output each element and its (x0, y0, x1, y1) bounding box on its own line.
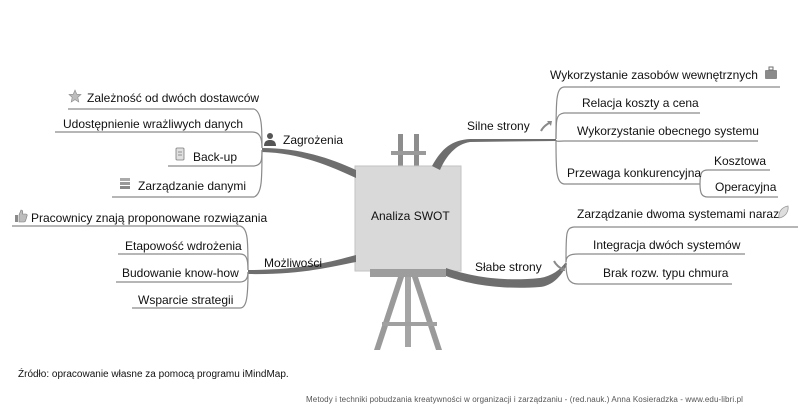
source-note: Źródło: opracowanie własne za pomocą pro… (18, 369, 289, 380)
leaf-icon (778, 205, 789, 219)
branch-weaknesses-label: Słabe strony (475, 260, 542, 274)
arrow-up-icon (540, 121, 552, 132)
threat-item-backup: Back-up (193, 150, 238, 164)
weakness-item-no-cloud: Brak rozw. typu chmura (603, 266, 729, 280)
center-topic: Analiza SWOT (371, 209, 450, 223)
weakness-item-integration: Integracja dwóch systemów (593, 238, 741, 252)
database-icon (120, 178, 130, 189)
strength-subitem-operational: Operacyjna (715, 180, 777, 194)
branch-threats-label: Zagrożenia (283, 133, 344, 147)
page-footer: Metody i techniki pobudzania kreatywnośc… (306, 395, 743, 404)
threat-item-data-management: Zarządzanie danymi (138, 179, 247, 193)
strength-item-cost-price: Relacja koszty a cena (582, 96, 699, 110)
easel-illustration (354, 134, 462, 350)
opportunity-item-know-how: Budowanie know-how (122, 266, 239, 280)
connector-lines (12, 86, 798, 309)
star-icon (68, 89, 82, 103)
thumbs-up-icon (15, 209, 28, 223)
strength-item-internal-resources: Wykorzystanie zasobów wewnętrznych (550, 68, 758, 82)
main-branches (248, 139, 567, 288)
briefcase-icon (765, 66, 777, 79)
weakness-item-two-systems: Zarządzanie dwoma systemami naraz (577, 207, 780, 221)
user-icon (264, 133, 276, 146)
branch-strengths-label: Silne strony (467, 119, 530, 133)
threat-item-data-disclosure: Udostępnienie wrażliwych danych (63, 117, 244, 131)
strength-item-competitive-advantage: Przewaga konkurencyjna (567, 166, 702, 180)
opportunity-item-employees: Pracownicy znają proponowane rozwiązania (31, 211, 268, 225)
threat-item-suppliers: Zależność od dwóch dostawców (87, 91, 260, 105)
opportunity-item-phasing: Etapowość wdrożenia (125, 239, 242, 253)
strength-item-current-system: Wykorzystanie obecnego systemu (577, 124, 759, 138)
strength-subitem-cost: Kosztowa (714, 154, 767, 168)
branch-opportunities-label: Możliwości (264, 256, 323, 270)
document-icon (175, 147, 185, 161)
arrow-down-icon (553, 260, 565, 271)
opportunity-item-strategy: Wsparcie strategii (138, 293, 234, 307)
